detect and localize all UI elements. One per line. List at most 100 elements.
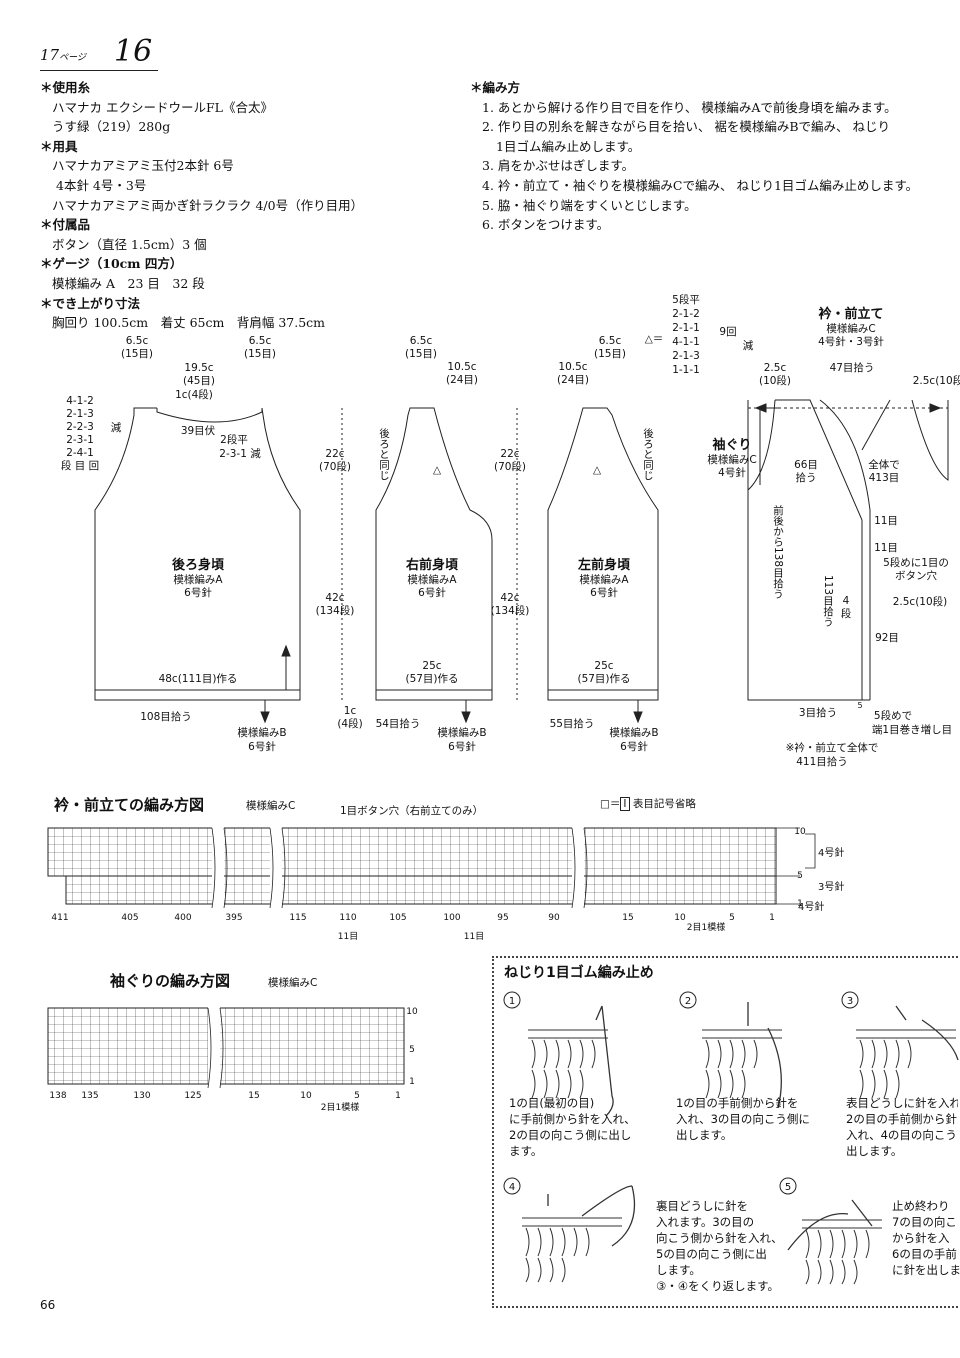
back-arrow-up-head (281, 644, 291, 657)
neck-dec-header: 5段平 (672, 293, 700, 306)
chart1-tick: 5 (729, 913, 735, 923)
band-eleven-2: 11目 (874, 542, 898, 554)
back-cast-on: 48c(111目)作る (159, 673, 238, 685)
armhole-dec-row: 2-4-1 (66, 447, 94, 459)
step-5-number: 5 (785, 1182, 791, 1193)
armhole-dec-header: 段 目 回 (61, 459, 99, 472)
left-front-outline (547, 407, 659, 701)
step-1-caption: 1の目(最初の目) に手前側から針を入れ、 2の目の向こう側に出し ます。 (509, 1095, 636, 1159)
chart2-tick: 138 (49, 1091, 66, 1101)
band-top-pick: 47目拾う (830, 361, 875, 374)
lf-neck-sts: (24目) (557, 374, 589, 386)
chart1-tick: 115 (289, 913, 306, 923)
band-four: 4 (843, 595, 850, 607)
step-5-caption: 止め終わり 7の目の向こ から針を入 6の目の手前 に針を出しま (892, 1198, 960, 1278)
chart2-tick: 130 (133, 1091, 150, 1101)
band-note-1: ※衿・前立て全体で (786, 741, 879, 754)
chart2-grid: 10 5 1 138 135 130 125 15 10 5 1 2目1模様 (47, 1004, 418, 1113)
chart1-row-1: 1 (797, 899, 803, 909)
chart1-tick: 10 (674, 913, 686, 923)
chart1-tick: 15 (622, 913, 633, 923)
upper-height-rows: (70段) (319, 460, 351, 473)
lower-height: 42c (325, 592, 344, 604)
caption-line: 7の目の向こ (892, 1215, 957, 1229)
caption-line: 入れ、4の目の向こう (846, 1128, 957, 1142)
rf-shoulder: 6.5c (410, 335, 433, 347)
neck-dec-row: 2-1-3 (672, 350, 700, 362)
lf-hem-needle: 6号針 (620, 740, 648, 753)
band-92: 92目 (875, 632, 899, 644)
band-pick-3: 3目拾う (799, 706, 837, 719)
lf-hem-stitch: 模様編みB (609, 726, 658, 739)
chart1-tick: 95 (497, 913, 508, 923)
chart1-tick: 395 (225, 913, 242, 923)
armhole-needle: 4号針 (718, 466, 746, 479)
chart1-tick: 400 (174, 913, 191, 923)
step-badge (503, 991, 521, 1009)
step-badge (841, 991, 859, 1009)
caption-line: 5の目の向こう側に出 (656, 1247, 767, 1261)
instruction-step: 3. 肩をかぶせはぎします。 (482, 158, 635, 174)
back-hem-stitch: 模様編みB (237, 726, 286, 739)
buttonhole-note-1: 5段めに1目の (883, 556, 949, 569)
bindoff-illustrations: 1 2 3 4 5 (503, 991, 959, 1285)
pick-66: 66目 (794, 459, 818, 471)
tools-heading: ＊用具 (40, 138, 78, 154)
rf-cast-width: 25c (422, 660, 441, 672)
size-heading: ＊でき上がり寸法 (40, 295, 141, 311)
step-4-number: 4 (509, 1182, 515, 1193)
armhole-dec-row: 4-1-2 (66, 395, 94, 407)
rf-neck-sts: (24目) (446, 374, 478, 386)
chart1-tick: 105 (389, 913, 406, 923)
chart2-row-5: 5 (409, 1045, 415, 1055)
step-badge (503, 1177, 521, 1195)
back-piece-name: 後ろ身頃 (172, 557, 225, 573)
caption-line: ます。 (509, 1144, 543, 1158)
page-ref-number: 17 (40, 46, 60, 64)
caption-line: 出します。 (846, 1144, 903, 1158)
caption-line: 裏目どうしに針を (656, 1199, 748, 1213)
legend-equals: ＝ (609, 798, 621, 810)
band-title: 衿・前立て (818, 306, 883, 322)
header-rule (40, 70, 158, 71)
band-eleven-1: 11目 (874, 515, 898, 527)
band-width-left: 2.5c (764, 362, 787, 374)
caption-line: に手前側から針を入れ、 (509, 1112, 636, 1126)
chart2-title: 袖ぐりの編み方図 (110, 972, 231, 990)
legend-text: 表目記号省略 (632, 798, 696, 810)
chart1-row-5: 5 (797, 871, 803, 881)
back-arrow-down-head (260, 711, 270, 724)
inc-note-2: 端1目巻き増し目 (872, 723, 952, 736)
back-neck-width-sts: (45目) (183, 375, 215, 387)
armhole-dec-row: 2-3-1 (66, 434, 94, 446)
chart1-row-10: 10 (794, 827, 806, 837)
step-1-number: 1 (509, 996, 515, 1007)
accessories-line: ボタン（直径 1.5cm）3 個 (52, 236, 207, 252)
caption-line: 出します。 (676, 1128, 733, 1142)
chart1-needle-4a: 4号針 (818, 846, 844, 859)
rf-hem-stitch: 模様編みB (437, 726, 486, 739)
caption-line: ③・④をくり返します。 (656, 1279, 779, 1293)
chart1-tick: 1 (769, 913, 775, 923)
chart2-tick: 5 (354, 1091, 360, 1101)
band-five: 5 (857, 701, 862, 710)
chart2-row-1: 1 (409, 1077, 415, 1087)
step-3-caption: 表目どうしに針を入れ 2の目の手前側から針 入れ、4の目の向こう 出します。 (846, 1095, 958, 1159)
lf-triangle: △ (593, 464, 602, 476)
chart1-tick: 411 (51, 913, 68, 923)
right-front-outline (375, 407, 493, 701)
neck-dec-times: 9回 (719, 326, 736, 338)
bindoff-box (492, 956, 960, 1308)
yarn-line: ハマナカ エクシードウールFL《合太》 (52, 99, 273, 115)
chart2-row-10: 10 (406, 1007, 418, 1017)
rf-pick-up: 54目拾う (376, 717, 421, 730)
rf-hem-needle: 6号針 (448, 740, 476, 753)
caption-line: 6の目の手前 (892, 1247, 957, 1261)
legend-blank-square: □ (600, 798, 610, 810)
band-outline (747, 399, 949, 701)
neck-band-edge (861, 399, 891, 451)
page-ref: 17ページ (40, 46, 86, 64)
armhole-dec-row: 2-2-3 (66, 421, 94, 433)
band-dan: 段 (841, 607, 852, 620)
chart1-repeat: 2目1模様 (687, 921, 725, 933)
